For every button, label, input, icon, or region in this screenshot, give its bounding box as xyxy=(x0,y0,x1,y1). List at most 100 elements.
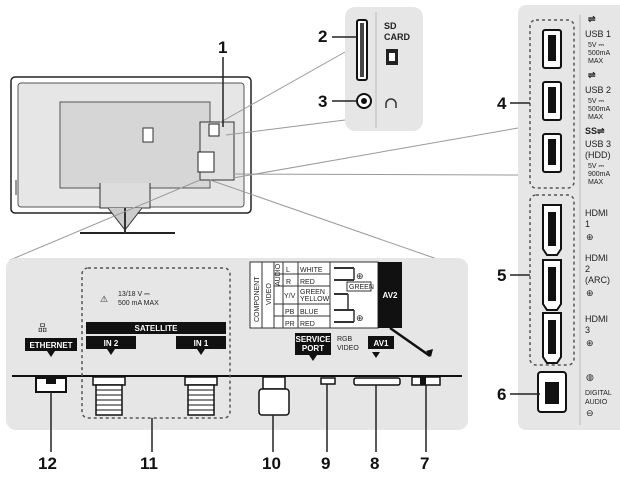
av2-connector[interactable] xyxy=(411,376,441,386)
svg-text:R: R xyxy=(286,279,291,286)
svg-text:PB: PB xyxy=(285,309,295,316)
side-panel: ⇌ USB 1 5V ⎓ 500mA MAX ⇌ USB 2 5V ⎓ 500m… xyxy=(518,5,620,430)
svg-text:3: 3 xyxy=(585,325,590,335)
svg-text:500 mA MAX: 500 mA MAX xyxy=(118,300,159,307)
hdmi2-label: HDMI xyxy=(585,253,608,263)
hdmi-group-outline xyxy=(529,194,575,366)
audio-label: AUDIO xyxy=(275,263,282,286)
usb-ss-icon-3: SS⇌ xyxy=(585,126,605,136)
callout-12: 12 xyxy=(38,454,57,473)
digital-audio-port[interactable] xyxy=(537,371,567,413)
svg-text:(HDD): (HDD) xyxy=(585,150,611,160)
callout-8: 8 xyxy=(370,454,379,473)
callout-11: 11 xyxy=(140,454,158,473)
video-label: VIDEO xyxy=(337,345,359,352)
svg-text:13/18 V ⎓: 13/18 V ⎓ xyxy=(118,291,150,298)
sat-in2-label: IN 2 xyxy=(104,339,119,348)
svg-text:YELLOW: YELLOW xyxy=(300,296,330,303)
output-icon: ⊖ xyxy=(586,408,594,418)
video-col-label: VIDEO xyxy=(266,283,273,305)
satellite-dish-icon: ⚠ xyxy=(100,294,108,304)
av2-label: AV2 xyxy=(383,291,399,300)
hdmi-input-icon-3: ⊕ xyxy=(586,338,594,348)
svg-text:L: L xyxy=(286,267,290,274)
usb-port-2[interactable] xyxy=(542,81,562,121)
digital-audio-label: DIGITAL xyxy=(585,390,612,397)
svg-text:5V ⎓: 5V ⎓ xyxy=(588,98,605,105)
callout-1: 1 xyxy=(218,38,227,57)
sd-card-panel: SD CARD xyxy=(345,7,423,131)
hdmi-port-1[interactable] xyxy=(542,204,562,256)
callout-9: 9 xyxy=(321,454,330,473)
headphone-icon xyxy=(385,98,397,108)
component-label: COMPONENT xyxy=(254,276,261,322)
av2-input-icon: ⊕ xyxy=(356,271,364,281)
svg-text:500mA: 500mA xyxy=(588,106,611,113)
ethernet-port[interactable] xyxy=(35,377,67,393)
svg-text:PR: PR xyxy=(285,321,295,328)
usb2-label: USB 2 xyxy=(585,85,611,95)
service-port[interactable] xyxy=(320,377,336,385)
svg-text:GREEN: GREEN xyxy=(300,289,325,296)
svg-text:PORT: PORT xyxy=(302,344,324,353)
callout-10: 10 xyxy=(262,454,281,473)
sat-in1-label: IN 1 xyxy=(194,339,209,348)
hdmi1-label: HDMI xyxy=(585,208,608,218)
callout-2: 2 xyxy=(318,27,327,46)
rgb-label: RGB xyxy=(337,336,353,343)
hdmi-port-3[interactable] xyxy=(542,312,562,364)
satellite-in1-connector[interactable] xyxy=(184,376,218,416)
usb-port-1[interactable] xyxy=(542,29,562,69)
sd-label: SD xyxy=(384,21,397,31)
card-label: CARD xyxy=(384,32,410,42)
callouts: 1 2 3 4 5 6 7 8 9 10 11 12 xyxy=(38,27,540,473)
hdmi3-label: HDMI xyxy=(585,314,608,324)
service-port-label: SERVICE xyxy=(296,335,332,344)
svg-text:900mA: 900mA xyxy=(588,171,611,178)
svg-text:(ARC): (ARC) xyxy=(585,275,610,285)
svg-text:2: 2 xyxy=(585,264,590,274)
satellite-in2-connector[interactable] xyxy=(92,376,126,416)
av1-label: AV1 xyxy=(374,339,390,348)
leader-lines xyxy=(9,51,519,261)
svg-text:MAX: MAX xyxy=(588,114,604,121)
satellite-group-outline xyxy=(81,267,231,419)
svg-text:AUDIO: AUDIO xyxy=(585,399,608,406)
satellite-label: SATELLITE xyxy=(135,324,179,333)
hdmi-input-icon-2: ⊕ xyxy=(586,288,594,298)
svg-text:500mA: 500mA xyxy=(588,50,611,57)
svg-text:1: 1 xyxy=(585,219,590,229)
svg-text:RED: RED xyxy=(300,321,315,328)
hdmi-input-icon-1: ⊕ xyxy=(586,232,594,242)
usb-icon-1: ⇌ xyxy=(588,14,596,24)
ethernet-label: ETHERNET xyxy=(29,341,72,350)
usb-group-outline xyxy=(529,19,575,189)
callout-5: 5 xyxy=(497,266,506,285)
svg-text:BLUE: BLUE xyxy=(300,309,319,316)
tv-back xyxy=(10,76,252,234)
callout-6: 6 xyxy=(497,385,506,404)
callout-3: 3 xyxy=(318,92,327,111)
usb-port-3[interactable] xyxy=(542,133,562,173)
callout-4: 4 xyxy=(497,94,507,113)
optical-icon: ◍ xyxy=(586,372,594,382)
bottom-panel: 品 ETHERNET ⚠ 13/18 V ⎓ 500 mA MAX SATELL… xyxy=(6,258,468,430)
av2-component-table: COMPONENT VIDEO AUDIO L R Y/V PB PR WHIT… xyxy=(249,261,433,358)
svg-text:5V ⎓: 5V ⎓ xyxy=(588,163,605,170)
hdmi-port-2[interactable] xyxy=(542,259,562,311)
usb1-label: USB 1 xyxy=(585,29,611,39)
av2-component-input-icon: ⊕ xyxy=(356,313,364,323)
network-icon: 品 xyxy=(38,323,47,333)
svg-text:RED: RED xyxy=(300,279,315,286)
svg-text:5V ⎓: 5V ⎓ xyxy=(588,42,605,49)
svg-text:Y/V: Y/V xyxy=(284,293,296,300)
aerial-terrestrial-connector[interactable] xyxy=(258,376,290,416)
green-tag-label: GREEN xyxy=(349,284,374,291)
callout-7: 7 xyxy=(420,454,429,473)
av1-scart-connector[interactable] xyxy=(353,377,401,386)
usb3-label: USB 3 xyxy=(585,139,611,149)
svg-text:MAX: MAX xyxy=(588,179,604,186)
svg-text:MAX: MAX xyxy=(588,58,604,65)
usb-icon-2: ⇌ xyxy=(588,70,596,80)
